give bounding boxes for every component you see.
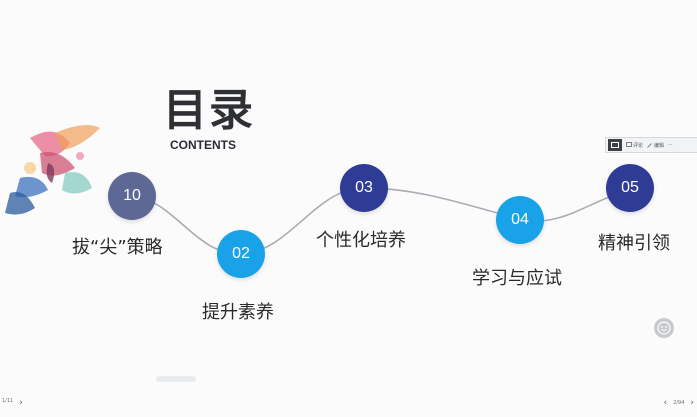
more-button[interactable]: ⋯ [668,139,673,151]
node-number: 02 [232,245,250,262]
edit-label: 编辑 [654,142,665,149]
item-label-5: 精神引领 [598,233,670,254]
faint-marker [156,376,196,382]
slide-title: 目录 [163,85,255,136]
chevron-left-icon[interactable]: ‹ [663,398,668,408]
smiley-icon [657,321,671,335]
chevron-right-icon-2[interactable]: › [690,398,694,408]
item-label-2: 提升素养 [202,302,274,323]
comment-button[interactable]: 评论 [626,139,643,151]
node-number: 04 [511,211,529,228]
presentation-icon[interactable] [608,139,622,151]
comment-icon [626,142,632,147]
bird-splash-image [5,124,100,215]
page-indicator-right: 2/94 [673,400,685,406]
timeline-node-2: 02 [217,230,265,278]
node-number: 10 [123,187,141,204]
item-label-3: 个性化培养 [316,230,406,251]
page-indicator-left: 1/11 [2,398,14,404]
emoji-button[interactable] [654,318,674,338]
edit-button[interactable]: 编辑 [647,139,664,151]
comment-label: 评论 [633,142,644,149]
more-icon: ⋯ [668,142,674,148]
bottom-nav-bar: 1/11 › ‹ 2/94 › [0,396,697,417]
timeline-node-5: 05 [606,164,654,212]
slide-subtitle: CONTENTS [170,138,236,152]
node-number: 03 [355,179,373,196]
chevron-right-icon[interactable]: › [19,398,23,408]
item-label-4: 学习与应试 [472,268,562,289]
node-number: 05 [621,179,639,196]
viewer-toolbar: 评论 编辑 ⋯ [605,137,697,153]
item-label-1: 拔“尖”策略 [72,237,163,258]
timeline-node-3: 03 [340,164,388,212]
timeline-node-1: 10 [108,172,156,220]
edit-icon [647,143,652,148]
timeline-node-4: 04 [496,196,544,244]
